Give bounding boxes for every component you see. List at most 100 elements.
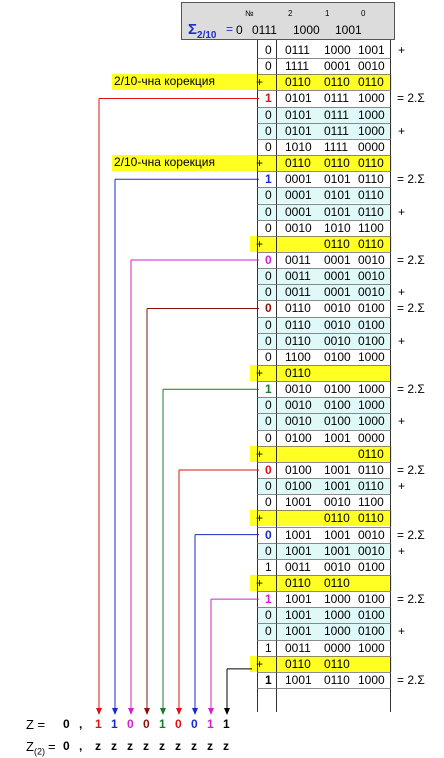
calc-row bbox=[258, 284, 392, 301]
plus-sign: + bbox=[256, 511, 264, 526]
sign-bit: 0 bbox=[265, 479, 272, 494]
calc-row bbox=[258, 203, 392, 220]
tetrad-2: 0101 bbox=[285, 107, 312, 122]
tetrad-1: 0110 bbox=[324, 156, 350, 171]
z-digit: 0 bbox=[191, 717, 198, 731]
tetrad-1: 0111 bbox=[324, 91, 349, 106]
tetrad-0: 0110 bbox=[358, 172, 384, 187]
tetrad-1: 1000 bbox=[324, 592, 351, 607]
tetrad-1: 0110 bbox=[324, 575, 350, 590]
tetrad-1: 0111 bbox=[324, 123, 349, 138]
sign-bit: 0 bbox=[265, 608, 272, 623]
tetrad-1: 0001 bbox=[324, 269, 351, 284]
tetrad-0: 0100 bbox=[358, 559, 385, 574]
sign-bit: 1 bbox=[265, 672, 272, 687]
tetrad-2: 1111 bbox=[285, 59, 310, 74]
tetrad-1: 0110 bbox=[324, 236, 350, 251]
calc-row bbox=[250, 445, 392, 462]
z2-digit: z bbox=[175, 739, 181, 753]
tetrad-1: 1111 bbox=[324, 139, 349, 154]
sign-bit: 0 bbox=[265, 139, 272, 154]
arrow-head bbox=[224, 708, 230, 715]
tetrad-0: 1000 bbox=[358, 382, 385, 397]
tetrad-0: 0110 bbox=[358, 479, 384, 494]
tetrad-2: 1001 bbox=[285, 608, 312, 623]
sign-bit: 0 bbox=[265, 301, 272, 316]
tetrad-2: 0110 bbox=[285, 75, 311, 90]
sign-bit: 0 bbox=[265, 285, 272, 300]
operator-plus: + bbox=[398, 204, 406, 219]
calc-row bbox=[258, 397, 392, 414]
tetrad-1: 0001 bbox=[324, 252, 351, 267]
sign-bit: 1 bbox=[265, 640, 272, 655]
sign-bit: 0 bbox=[265, 269, 272, 284]
equals-2-sigma: = 2.Σ bbox=[397, 462, 425, 477]
tetrad-1: 0000 bbox=[324, 640, 351, 655]
calc-row bbox=[258, 607, 392, 624]
plus-sign: + bbox=[256, 156, 264, 171]
sign-bit: 1 bbox=[265, 382, 272, 397]
tetrad-1: 1001 bbox=[324, 479, 351, 494]
z2-digit: z bbox=[223, 739, 229, 753]
tetrad-1: 1001 bbox=[324, 543, 351, 558]
calc-row bbox=[250, 655, 392, 672]
equals-2-sigma: = 2.Σ bbox=[397, 252, 425, 267]
sign-bit: 0 bbox=[265, 543, 272, 558]
calc-row bbox=[258, 332, 392, 349]
tetrad-0: 1001 bbox=[358, 43, 385, 57]
tetrad-1: 0001 bbox=[324, 59, 351, 74]
tetrad-2: 0010 bbox=[285, 414, 312, 429]
tetrad-0: 0100 bbox=[358, 608, 385, 623]
arrow-head bbox=[176, 708, 182, 715]
tetrad-0: 0010 bbox=[358, 59, 385, 74]
calc-row bbox=[258, 187, 392, 204]
tetrad-2: 0001 bbox=[285, 188, 312, 203]
tetrad-1: 0100 bbox=[324, 414, 351, 429]
tetrad-0: 1100 bbox=[358, 495, 384, 510]
tetrad-1: 0001 bbox=[324, 285, 351, 300]
tetrad-0: 0100 bbox=[358, 317, 385, 332]
tetrad-1: 0101 bbox=[324, 204, 351, 219]
tetrad-0: 1000 bbox=[358, 349, 385, 364]
tetrad-2: 0110 bbox=[285, 333, 311, 348]
sign-bit: 0 bbox=[265, 333, 272, 348]
tetrad-2: 0101 bbox=[285, 91, 312, 106]
tetrad-2: 1001 bbox=[285, 527, 312, 542]
operator-plus: + bbox=[398, 543, 406, 558]
z2-label: Z(2) bbox=[26, 739, 45, 757]
operator-plus: + bbox=[398, 285, 406, 300]
sign-bit: 1 bbox=[265, 172, 272, 187]
tetrad-1: 1000 bbox=[324, 608, 351, 623]
calc-row bbox=[258, 268, 392, 285]
tetrad-0: 0100 bbox=[358, 624, 385, 639]
operator-plus: + bbox=[398, 43, 406, 57]
sign-bit: 0 bbox=[265, 252, 272, 267]
tetrad-2: 0110 bbox=[285, 575, 311, 590]
sign-bit: 1 bbox=[265, 559, 272, 574]
tetrad-0: 0110 bbox=[358, 75, 384, 90]
tetrad-0: 0110 bbox=[358, 204, 384, 219]
equals-2-sigma: = 2.Σ bbox=[397, 527, 425, 542]
tetrad-0: 1000 bbox=[358, 107, 385, 122]
calc-row bbox=[258, 106, 392, 123]
tetrad-0: 0100 bbox=[358, 592, 385, 607]
plus-sign: + bbox=[256, 236, 264, 251]
tetrad-0: 1100 bbox=[358, 220, 384, 235]
z2-digit: z bbox=[159, 739, 165, 753]
sign-bit: 0 bbox=[265, 495, 272, 510]
tetrad-2: 0011 bbox=[285, 285, 311, 300]
tetrad-2: 0010 bbox=[285, 382, 312, 397]
tetrad-2: 0001 bbox=[285, 172, 312, 187]
sign-bit: 0 bbox=[265, 414, 272, 429]
equals-sign: = bbox=[226, 22, 234, 36]
tetrad-2: 1100 bbox=[285, 349, 311, 364]
arrow-head bbox=[96, 708, 102, 715]
tetrad-0: 0100 bbox=[358, 301, 385, 316]
tetrad-1: 0110 bbox=[324, 511, 350, 526]
tetrad-0: 0010 bbox=[358, 285, 385, 300]
header-tetrad-0: 1001 bbox=[335, 23, 362, 37]
tetrad-2: 0010 bbox=[285, 398, 312, 413]
tetrad-1: 1000 bbox=[324, 43, 351, 57]
calc-row bbox=[258, 542, 392, 559]
sign-bit: 0 bbox=[265, 188, 272, 203]
